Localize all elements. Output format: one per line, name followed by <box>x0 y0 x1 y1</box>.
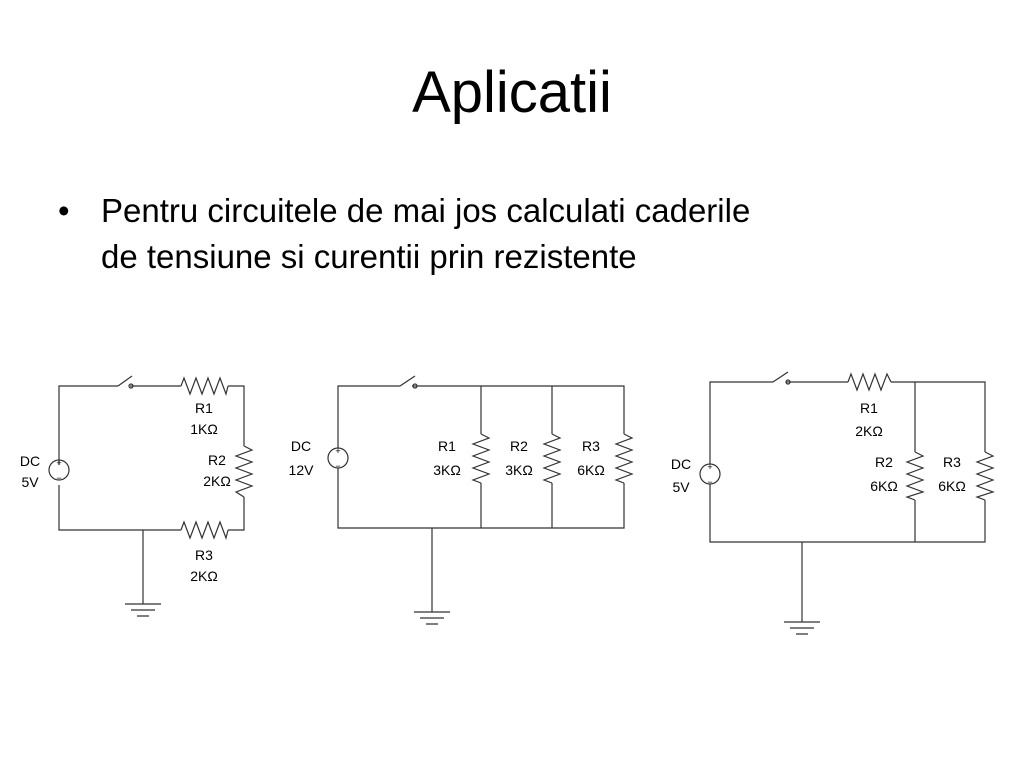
plus-sign: + <box>707 462 712 472</box>
circuit-1-r1-value: 1KΩ <box>190 421 218 437</box>
circuit-3-switch <box>772 371 791 385</box>
circuit-1-ground <box>125 603 161 617</box>
circuit-1-switch <box>117 375 134 389</box>
plus-sign: + <box>335 446 340 456</box>
slide-title: Aplicatii <box>412 60 612 125</box>
circuit-2-r1-name: R1 <box>438 438 456 454</box>
circuit-3-r1-value: 2KΩ <box>855 423 883 439</box>
circuit-3-r2-name: R2 <box>875 454 893 470</box>
circuit-1-r2-value: 2KΩ <box>203 473 231 489</box>
circuit-3-ground <box>784 621 820 635</box>
bullet-line-1: Pentru circuitele de mai jos calculati c… <box>101 192 751 229</box>
circuit-2-source-name: DC <box>291 438 311 454</box>
circuit-3-r2-resistor <box>905 451 925 501</box>
circuit-3-r1-resistor <box>847 372 892 392</box>
circuit-2-wires <box>337 385 625 612</box>
minus-sign: − <box>56 473 61 483</box>
circuit-1-r3-resistor <box>180 520 229 541</box>
circuit-3-dc-source: + − <box>699 462 721 487</box>
circuit-3-source-name: DC <box>671 456 691 472</box>
bullet-text: Pentru circuitele de mai jos calculati c… <box>101 188 941 280</box>
minus-sign: − <box>707 477 712 487</box>
circuit-2-r2-resistor <box>542 433 562 484</box>
circuit-1-r1-resistor <box>180 376 229 397</box>
circuit-1-source-name: DC <box>20 453 40 469</box>
bullet-line-2: de tensiune si curentii prin rezistente <box>101 238 637 275</box>
circuit-3-r3-value: 6KΩ <box>938 478 966 494</box>
minus-sign: − <box>335 461 340 471</box>
circuit-1: + − DC 5V R1 1KΩ R2 2KΩ R3 2KΩ <box>20 375 254 617</box>
circuit-2-r3-name: R3 <box>582 438 600 454</box>
circuit-3-source-value: 5V <box>672 479 690 495</box>
circuit-3-r3-name: R3 <box>943 454 961 470</box>
circuit-3-r3-resistor <box>975 451 995 501</box>
circuit-3-r2-value: 6KΩ <box>870 478 898 494</box>
circuit-2-switch <box>399 375 418 389</box>
circuit-1-r3-value: 2KΩ <box>190 568 218 584</box>
circuit-1-r2-resistor <box>234 445 254 498</box>
circuit-2-ground <box>414 611 450 625</box>
circuit-1-r2-name: R2 <box>208 452 226 468</box>
circuit-2-r3-value: 6KΩ <box>577 462 605 478</box>
circuit-2-dc-source: + − <box>327 446 349 471</box>
circuit-2-r3-resistor <box>614 433 634 484</box>
circuit-1-wires <box>58 385 245 604</box>
circuit-1-r3-name: R3 <box>195 547 213 563</box>
circuit-2-r1-resistor <box>471 433 491 484</box>
circuit-1-dc-source: + − <box>48 458 70 483</box>
circuit-2: + − DC 12V R1 3KΩ R2 3KΩ R3 6KΩ <box>289 375 634 625</box>
circuit-1-r1-name: R1 <box>195 400 213 416</box>
circuit-3-r1-name: R1 <box>860 400 878 416</box>
circuit-1-source-value: 5V <box>21 474 39 490</box>
plus-sign: + <box>56 458 61 468</box>
circuit-2-source-value: 12V <box>289 462 315 478</box>
bullet-dot: • <box>58 192 70 229</box>
circuit-3-wires <box>709 381 986 622</box>
circuit-2-r2-value: 3KΩ <box>505 462 533 478</box>
circuit-2-r2-name: R2 <box>510 438 528 454</box>
circuit-2-r1-value: 3KΩ <box>433 462 461 478</box>
circuit-3: + − DC 5V R1 2KΩ R2 6KΩ R3 6KΩ <box>671 371 995 635</box>
